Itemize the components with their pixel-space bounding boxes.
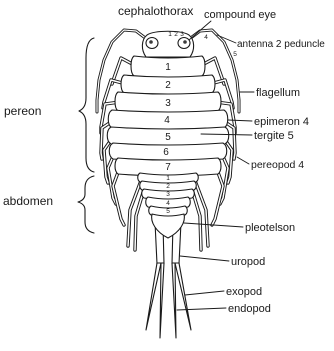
label-tergite-5: tergite 5 [254,130,294,142]
label-endopod: endopod [228,303,271,315]
endopod-left [160,263,164,338]
label-uropod: uropod [231,256,265,268]
pereopod-left-7 [113,167,124,225]
compound-eye-left [146,38,158,49]
compound-eye-right [178,38,190,49]
segment-number: 2 [166,183,170,190]
article-number: 2 [174,31,178,38]
segment-number: 4 [166,200,170,207]
pereon-brace [79,38,94,172]
abdomen-brace [78,176,94,233]
endopod-right [172,263,176,338]
segment-number: 6 [163,147,169,158]
label-pereopod-4: pereopod 4 [251,159,304,171]
segment-number: 1 [165,62,171,73]
exopod-left [146,263,161,330]
article-number: 3 [180,31,184,38]
segment-number: 5 [165,132,171,143]
segment-number: 3 [166,191,170,198]
leader-line-pereopod-4 [237,157,249,164]
segment-number: 7 [165,162,171,173]
label-abdomen: abdomen [3,194,53,208]
leader-line-uropod [180,256,229,261]
label-cephalothorax: cephalothorax [118,4,193,18]
segment-number: 3 [165,98,171,109]
leader-line-endopod [177,308,226,310]
leader-line-exopod [185,291,224,295]
segment-number: 1 [166,175,170,182]
label-flagellum: flagellum [256,87,300,99]
pereopod-right-7 [212,167,223,225]
label-pereon: pereon [4,104,41,118]
article-number: 4 [204,34,208,41]
label-antenna-2-peduncle: antenna 2 peduncle [237,39,325,50]
segment-number: 4 [164,115,170,126]
article-number: 1 [168,31,172,38]
label-epimeron-4: epimeron 4 [254,116,309,128]
leader-line-epimeron-4 [228,120,252,121]
label-pleotelson: pleotelson [245,222,295,234]
label-exopod: exopod [226,286,262,298]
article-number: 5 [233,51,237,58]
segment-number: 5 [166,208,170,215]
uropods [146,222,191,338]
label-compound-eye: compound eye [204,9,276,21]
exopod-right [175,263,191,330]
abdomen-segment-numbers: 1 2 3 4 5 [166,175,170,215]
segment-number: 2 [165,80,171,91]
